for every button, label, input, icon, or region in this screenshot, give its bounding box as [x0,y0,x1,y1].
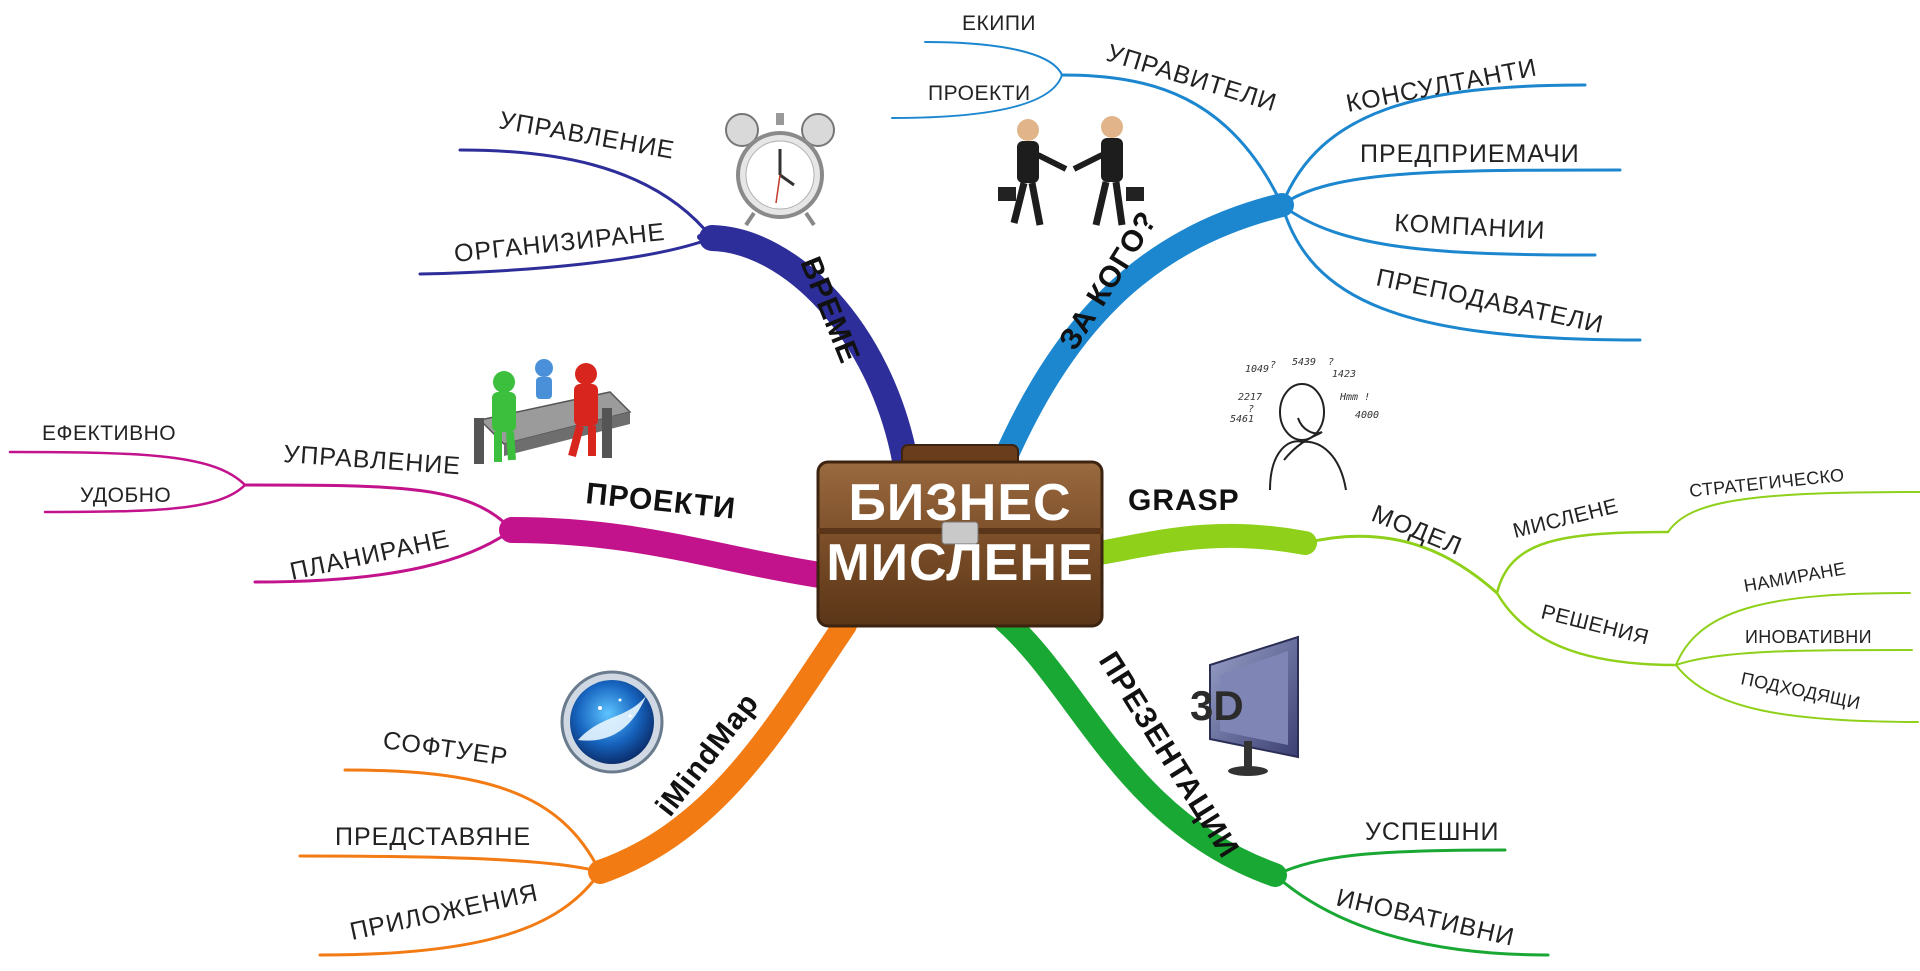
prezentacii-child-uspeshni: УСПЕШНИ [1365,818,1500,846]
grasp-icon-text-3: 5439 [1292,357,1316,368]
za-kogo-child-kompanii: КОМПАНИИ [1394,209,1546,245]
branch-vreme [418,148,918,473]
branch-za-kogo-sub2 [1280,83,1587,207]
branch-grasp-podhodiashti [1675,664,1919,723]
grasp-reshenia-inovativni: ИНОВАТИВНИ [1745,627,1872,647]
grasp-icon-text-6: 2217 [1238,392,1262,403]
grasp-icon-text-7: Hmm ! [1339,392,1370,403]
grasp-icon-text-4: ? [1328,357,1334,368]
za-kogo-upraviteli-proekti: ПРОЕКТИ [928,82,1031,105]
grasp-reshenia-podhodiashti: ПОДХОДЯЩИ [1739,668,1862,713]
branch-label-proekti: ПРОЕКТИ [584,477,737,526]
branch-imindmap [298,613,857,957]
grasp-model-reshenia: РЕШЕНИЯ [1539,601,1651,650]
3d-screen-icon: 3D [1190,635,1299,776]
za-kogo-upraviteli-ekipi: ЕКИПИ [962,12,1036,35]
branch-grasp-reshenia [1495,591,1678,667]
branch-prezentacii-sub2 [1273,873,1550,957]
prezentacii-child-inovativni: ИНОВАТИВНИ [1334,884,1518,952]
branch-prezentacii-trunk [983,600,1287,887]
branch-za-kogo-ekipi [924,41,1063,76]
proekti-upravlenie-efektivno: ЕФЕКТИВНО [42,422,176,445]
branch-vreme-sub2 [418,236,714,276]
branch-vreme-trunk [699,225,918,473]
grasp-icon-text-10: 4000 [1355,410,1379,421]
branch-prezentacii-sub1 [1273,848,1507,877]
branch-grasp-modei [1303,534,1499,595]
grasp-child-model: МОДЕЛ [1368,500,1466,561]
branch-proekti-efektivno [8,450,247,487]
branch-za-kogo [891,41,1642,482]
branch-grasp-namirane [1675,592,1911,666]
imindmap-logo-icon [560,670,664,774]
proekti-upravlenie-udobno: УДОБНО [80,484,171,507]
branch-grasp-strategichesko [1667,491,1920,533]
briefcase-clasp [941,521,979,545]
branch-proekti [8,450,833,588]
branch-label-vreme: ВРЕМЕ [794,252,866,368]
grasp-icon-text-8: ? [1248,404,1254,415]
grasp-mislene-strategichesko: СТРАТЕГИЧЕСКО [1688,465,1845,501]
za-kogo-child-upraviteli: УПРАВИТЕЛИ [1103,39,1280,117]
grasp-model-mislene: МИСЛЕНЕ [1511,495,1621,543]
branch-imindmap-trunk [588,613,857,884]
branch-proekti-planirane [253,528,514,584]
alarm-clock-icon [725,113,835,227]
branch-proekti-upravlenie [243,483,514,532]
grasp-icon-text-5: 1423 [1332,369,1356,380]
grasp-icon-text-2: ? [1270,360,1276,371]
vreme-child-organizirane: ОРГАНИЗИРАНЕ [453,218,667,268]
branch-proekti-udobno [43,483,247,514]
vreme-child-upravlenie: УПРАВЛЕНИЕ [497,106,677,164]
branch-grasp-mislene [1495,530,1670,595]
proekti-child-upravlenie: УПРАВЛЕНИЕ [283,440,462,480]
za-kogo-child-predpriemachi: ПРЕДПРИЕМАЧИ [1360,140,1580,168]
branch-grasp-inovativni [1675,649,1913,666]
imindmap-child-softuer: СОФТУЕР [381,726,510,771]
branch-za-kogo-sub3 [1280,168,1622,207]
branch-za-kogo-sub4 [1280,203,1597,257]
3d-icon-text: 3D [1190,682,1244,729]
branch-za-kogo-proekti [891,74,1063,119]
branch-prezentacii [983,600,1550,957]
center-title-line1: БИЗНЕС [848,474,1071,532]
branch-za-kogo-sub-upraviteli [1060,73,1284,207]
za-kogo-child-prepodavateli: ПРЕПОДАВАТЕЛИ [1374,263,1606,339]
imindmap-child-predstaviane: ПРЕДСТАВЯНЕ [335,823,531,851]
meeting-table-icon [474,359,632,464]
branch-proekti-trunk [499,517,833,588]
branch-za-kogo-sub5 [1280,203,1642,342]
branch-imindmap-sub1 [343,768,602,874]
imindmap-child-prilozhenia: ПРИЛОЖЕНИЯ [347,879,540,946]
thinking-man-icon: 1049 ? 5439 ? 1423 2217 Hmm ! ? 5461 400… [1230,357,1379,491]
grasp-reshenia-namirane: НАМИРАНЕ [1742,558,1847,596]
branch-label-grasp: GRASP [1128,484,1240,517]
center-title-line2: МИСЛЕНЕ [826,534,1093,592]
branch-imindmap-sub2 [298,854,602,874]
branch-imindmap-sub3 [318,870,602,957]
za-kogo-child-konsultanti: КОНСУЛТАНТИ [1344,53,1540,117]
center-briefcase: БИЗНЕС МИСЛЕНЕ [816,444,1104,628]
grasp-icon-text-1: 1049 [1245,364,1269,375]
handshake-icon [998,116,1144,226]
branch-vreme-sub1 [458,148,714,240]
branch-za-kogo-trunk [988,193,1294,482]
grasp-icon-text-9: 5461 [1230,414,1254,425]
